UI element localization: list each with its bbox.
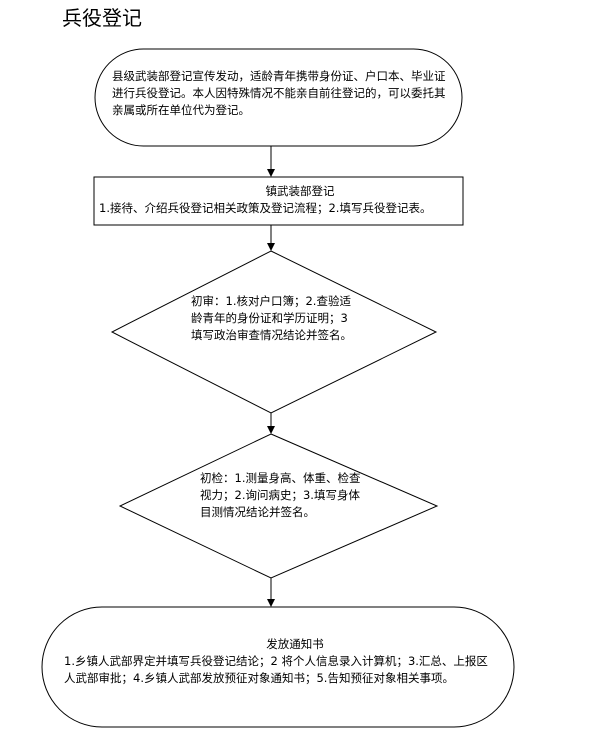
notice-title: 发放通知书 xyxy=(266,637,324,651)
town-registration-shape xyxy=(93,176,464,226)
town-registration-body: 1.接待、介绍兵役登记相关政策及登记流程；2.填写兵役登记表。 xyxy=(99,201,432,215)
initial-review-text: 初审：1.核对户口簿；2.查验适龄青年的身份证和学历证明；3 填写政治审查情况结… xyxy=(191,294,352,342)
start-node-shape xyxy=(94,48,463,147)
initial-exam-text: 初检：1.测量身高、体重、检查视力；2.询问病史；3.填写身体目测情况结论并签名… xyxy=(200,471,361,519)
notice-body: 1.乡镇人武部界定并填写兵役登记结论；2 将个人信息录入计算机；3.汇总、上报区… xyxy=(64,654,488,685)
page-title: 兵役登记 xyxy=(62,6,142,30)
start-node-text: 县级武装部登记宣传发动，适龄青年携带身份证、户口本、毕业证进行兵役登记。本人因特… xyxy=(112,69,446,117)
notice-node-shape xyxy=(41,606,515,728)
town-registration-title: 镇武装部登记 xyxy=(265,184,335,198)
